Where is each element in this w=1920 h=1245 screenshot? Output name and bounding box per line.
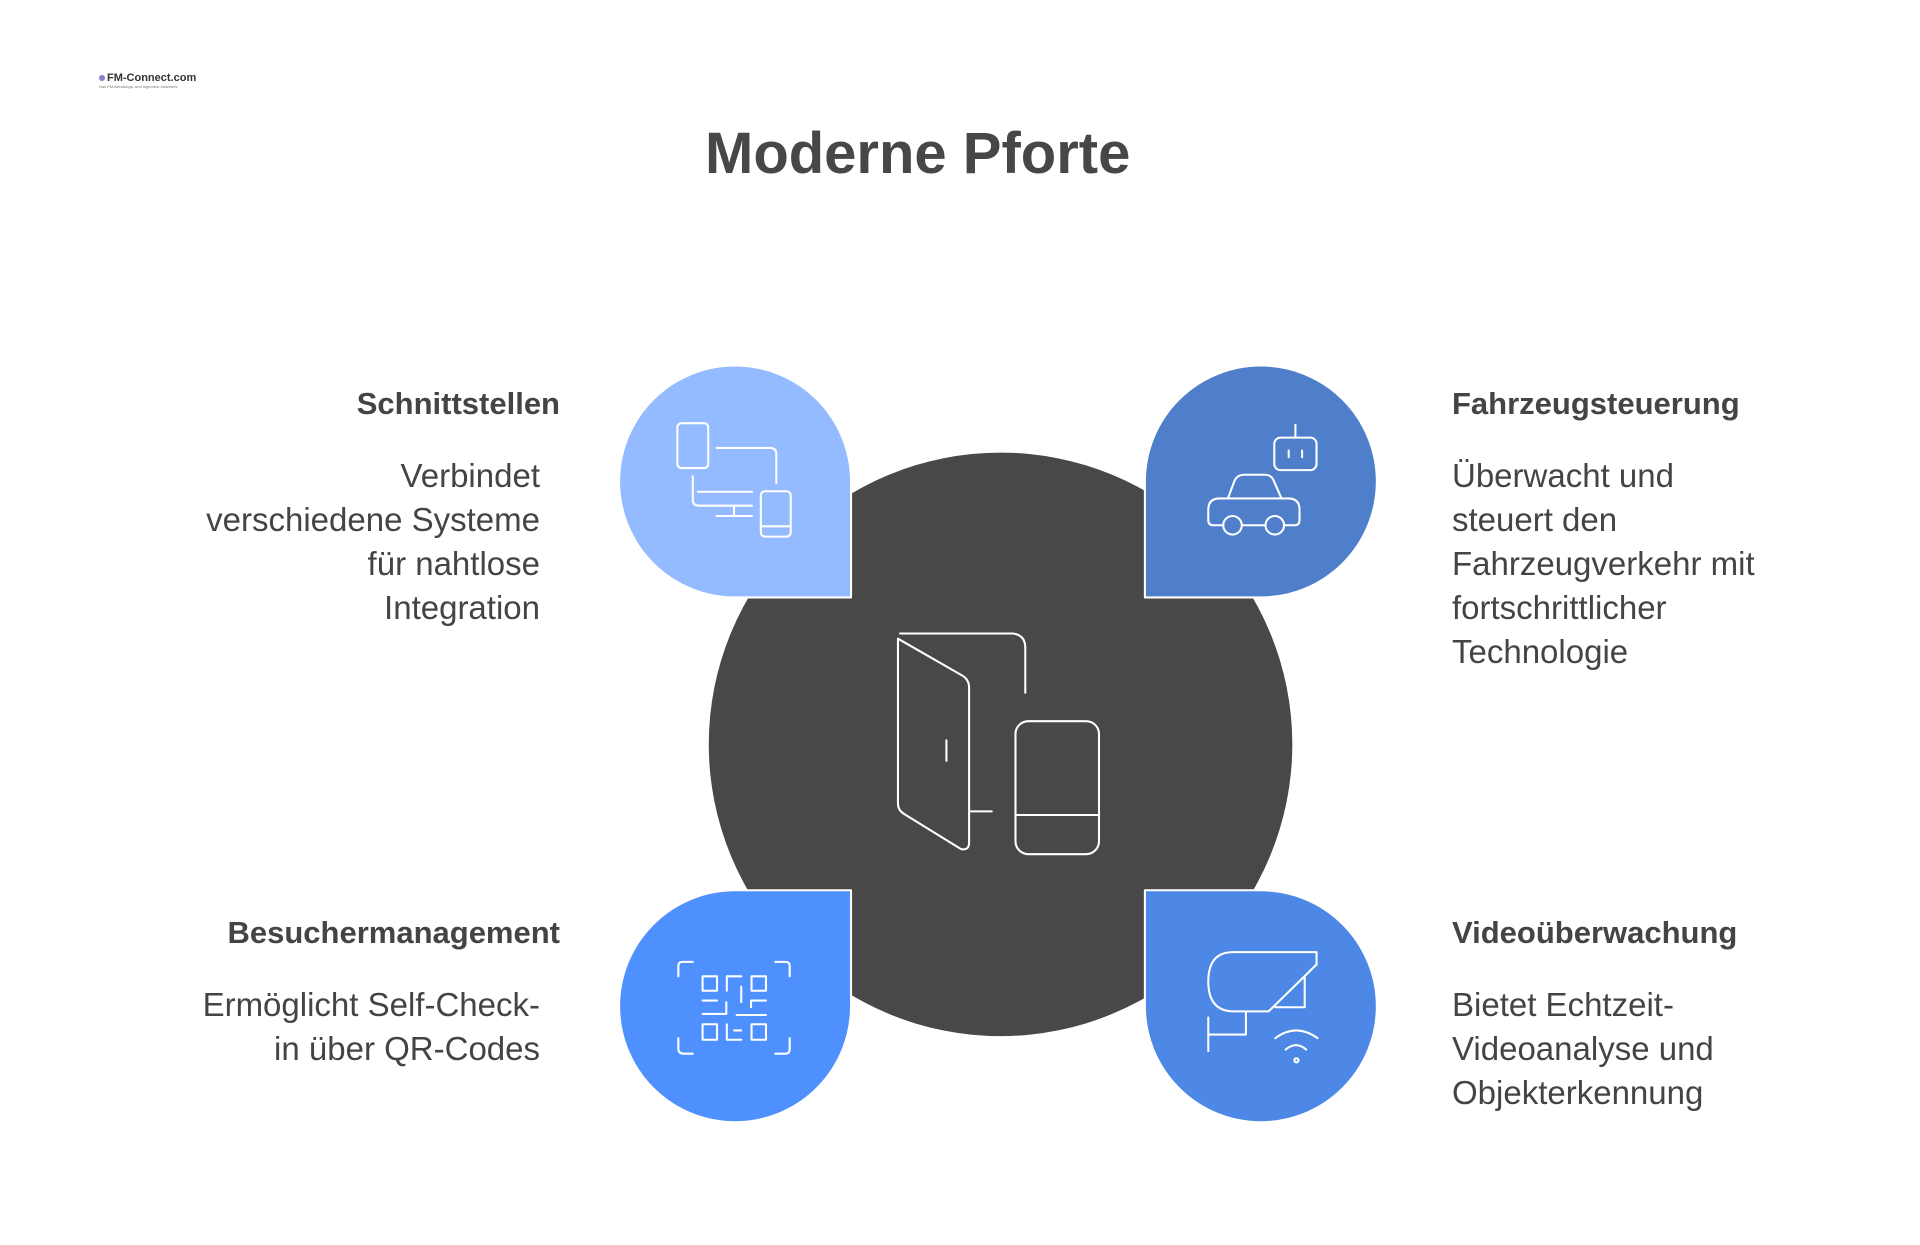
petal-fahrzeugsteuerung <box>1143 364 1378 599</box>
devices-network-icon <box>676 422 792 538</box>
item-heading: Schnittstellen <box>356 386 560 421</box>
car-robot-icon <box>1207 423 1318 536</box>
security-camera-icon <box>1207 951 1319 1064</box>
item-description: Überwacht und steuert den Fahrzeugverkeh… <box>1452 457 1755 670</box>
item-besuchermanagement: Besuchermanagement Ermöglicht Self-Check… <box>140 913 560 1071</box>
item-description: Bietet Echtzeit- Videoanalyse und Objekt… <box>1452 986 1714 1111</box>
petal-schnittstellen <box>618 364 853 599</box>
door-phone-icon <box>896 632 1101 856</box>
page-title: Moderne Pforte <box>705 121 1131 186</box>
item-description: Ermöglicht Self-Check- in über QR-Codes <box>202 986 540 1067</box>
petal-videoueberwachung <box>1143 889 1378 1124</box>
logo-text: FM-Connect.com <box>107 72 197 84</box>
petal-besuchermanagement <box>618 889 853 1124</box>
logo-mark-icon <box>99 75 105 81</box>
item-description: Verbindet verschiedene Systeme für nahtl… <box>206 457 540 626</box>
logo: FM-Connect.com Das FM-Beratungs- und Ing… <box>99 72 196 89</box>
logo-tagline: Das FM-Beratungs- und Ingenieur-Netzwerk <box>99 84 178 89</box>
item-heading: Fahrzeugsteuerung <box>1452 386 1740 421</box>
item-fahrzeugsteuerung: Fahrzeugsteuerung Überwacht und steuert … <box>1452 384 1872 674</box>
item-heading: Besuchermanagement <box>227 915 560 950</box>
item-heading: Videoüberwachung <box>1452 915 1738 950</box>
qr-code-icon <box>677 960 791 1055</box>
item-videoueberwachung: Videoüberwachung Bietet Echtzeit- Videoa… <box>1452 913 1872 1115</box>
item-schnittstellen: Schnittstellen Verbindet verschiedene Sy… <box>140 384 560 630</box>
